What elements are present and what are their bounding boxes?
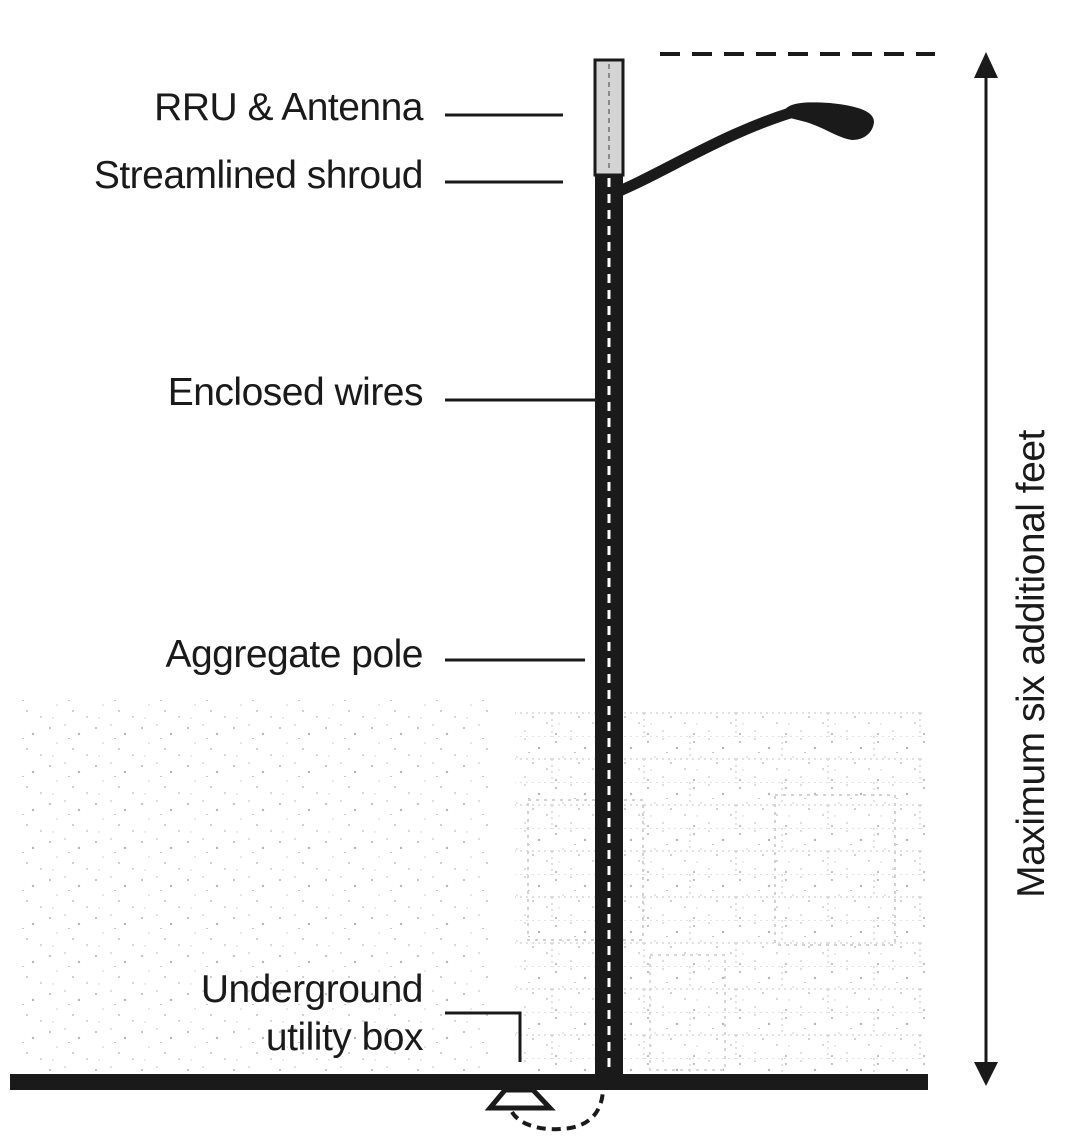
streetlight [604,102,874,201]
background-building-brick-wall [515,712,925,1075]
streetlight-luminaire [782,102,874,140]
background-window-left [527,799,644,941]
label-utility-line-1: Underground [200,968,424,1011]
leader-line-utility-box [445,1011,522,1062]
arrow-up-head [974,52,998,78]
label-aggregate-pole: Aggregate pole [165,633,423,676]
underground-utility-box [484,1087,605,1132]
background-building-left-wall [20,700,490,1075]
label-streamlined-shroud: Streamlined shroud [93,154,424,197]
background-building [20,700,925,1075]
background-doorway [649,954,726,1071]
ground-line [10,1074,928,1090]
label-height-limit: Maximum six additional feet [1010,430,1053,898]
height-dimension-arrow [974,52,998,1086]
label-enclosed-wires: Enclosed wires [167,371,424,414]
background-window-right [774,794,896,946]
label-underground-utility-box: Underground utility box [200,966,424,1062]
buried-cable [510,1089,605,1132]
aggregate-pole-shape [593,58,625,1077]
streetlight-arm [604,107,796,201]
label-utility-line-2: utility box [265,1016,424,1059]
label-rru-antenna: RRU & Antenna [154,86,423,129]
arrow-down-head [974,1062,998,1086]
utility-box-shape [484,1087,556,1111]
